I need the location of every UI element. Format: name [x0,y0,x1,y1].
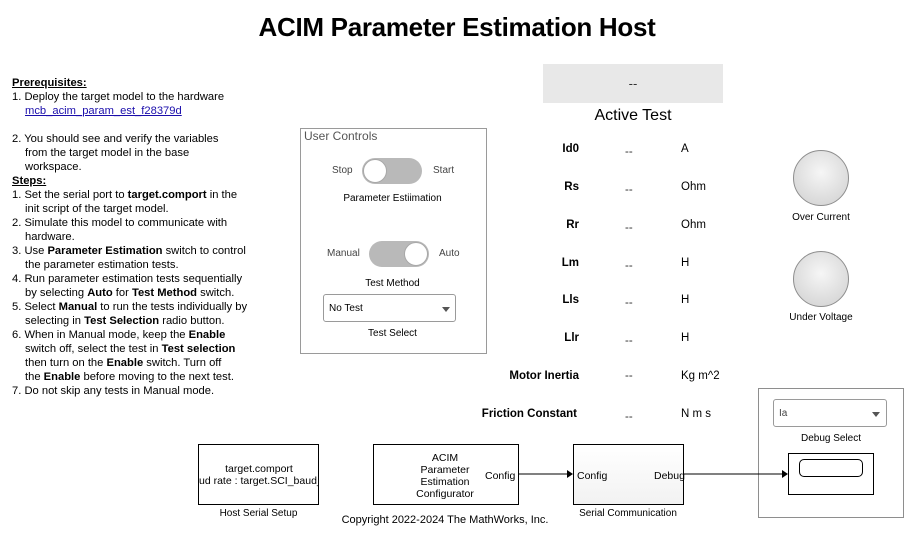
host-serial-comport: target.comport [225,463,293,475]
param-name-friction-constant: Friction Constant [481,408,577,420]
debug-arrowhead [782,470,788,478]
prereq-step-1: 1. Deploy the target model to the hardwa… [12,91,225,103]
debug-panel [758,388,904,518]
method-switch-auto-label: Auto [439,248,460,259]
param-unit-friction-constant: N m s [681,408,712,420]
serial-comm-debug-port: Debug [654,470,685,482]
param-value-rs: -- [625,184,633,196]
host-serial-setup-block[interactable]: target.comport ud rate : target.SCI_baud… [198,444,319,505]
test-select-label: Test Select [368,328,417,339]
active-test-title: Active Test [594,107,672,124]
configurator-line1: ACIM [431,452,459,464]
param-value-id0: -- [625,146,633,158]
over-current-lamp [793,150,849,206]
configurator-line4: Configurator [416,488,474,500]
under-voltage-lamp [793,251,849,307]
step-7: 7. Do not skip any tests in Manual mode. [12,385,215,397]
method-switch-manual-label: Manual [327,248,360,259]
debug-select-value: Ia [779,408,788,419]
over-current-label: Over Current [792,212,850,223]
test-select-value: No Test [329,303,363,314]
param-unit-rs: Ohm [681,181,706,193]
serial-communication-block[interactable]: Config Debug [573,444,685,505]
param-name-rr: Rr [566,219,579,231]
configurator-line2: Parameter [420,464,470,476]
param-switch-stop-label: Stop [332,165,353,176]
configurator-line3: Estimation [420,476,470,488]
host-serial-baud: ud rate : target.SCI_baud_r [199,475,319,487]
step-5: 5. Select Manual to run the tests indivi… [12,301,248,313]
debug-select-label: Debug Select [800,433,862,444]
param-unit-llr: H [681,332,690,344]
prerequisites-header: Prerequisites: [12,77,87,89]
param-unit-rr: Ohm [681,219,706,231]
param-value-rr: -- [625,222,633,234]
param-value-motor-inertia: -- [625,370,633,382]
config-arrowhead [567,470,573,478]
step-2: 2. Simulate this model to communicate wi… [12,217,228,229]
instructions-panel: Prerequisites: 1. Deploy the target mode… [12,76,282,398]
param-name-lls: Lls [562,294,579,306]
param-switch-start-label: Start [433,165,455,176]
configurator-config-port: Config [485,470,516,482]
target-model-link[interactable]: mcb_acim_param_est_f28379d [25,105,182,117]
user-controls-panel [300,128,487,354]
serial-communication-caption: Serial Communication [579,508,677,519]
parameter-estimation-label: Parameter Estiimation [343,193,442,204]
steps-header: Steps: [12,175,47,187]
active-test-display: -- [543,64,723,103]
configurator-block[interactable]: ACIM Parameter Estimation Configurator C… [373,444,519,505]
copyright-text: Copyright 2022-2024 The MathWorks, Inc. [341,514,549,526]
param-value-lm: -- [625,260,633,272]
param-name-llr: Llr [564,332,579,344]
under-voltage-label: Under Voltage [789,312,853,323]
param-value-lls: -- [625,297,633,309]
debug-select-dropdown[interactable]: Ia [773,399,887,427]
test-select-dropdown[interactable]: No Test [323,294,456,322]
step-3: 3. Use Parameter Estimation switch to co… [12,245,246,257]
param-name-motor-inertia: Motor Inertia [509,370,579,382]
test-method-label: Test Method [365,278,420,289]
switch-knob[interactable] [404,242,428,266]
prereq-step-2: 2. You should see and verify the variabl… [12,133,219,145]
param-unit-lm: H [681,257,690,269]
step-1: 1. Set the serial port to target.comport… [12,189,238,201]
step-4: 4. Run parameter estimation tests sequen… [12,273,243,285]
step-6: 6. When in Manual mode, keep the Enable [12,329,226,341]
parameter-estimation-switch[interactable] [362,158,422,184]
host-serial-setup-caption: Host Serial Setup [219,508,298,519]
param-name-lm: Lm [561,257,579,269]
param-value-llr: -- [625,335,633,347]
chevron-down-icon [872,412,880,417]
param-unit-id0: A [681,143,689,155]
param-unit-motor-inertia: Kg m^2 [681,370,720,382]
debug-display-field [799,459,863,477]
page-title: ACIM Parameter Estimation Host [258,12,656,42]
param-value-friction-constant: -- [625,411,633,423]
param-name-id0: Id0 [562,143,579,155]
param-unit-lls: H [681,294,690,306]
param-name-rs: Rs [564,181,579,193]
chevron-down-icon [442,307,450,312]
debug-display-block[interactable] [788,453,874,495]
test-method-switch[interactable] [369,241,429,267]
serial-comm-config-port: Config [577,470,608,482]
user-controls-title: User Controls [304,129,378,143]
switch-knob[interactable] [363,159,387,183]
